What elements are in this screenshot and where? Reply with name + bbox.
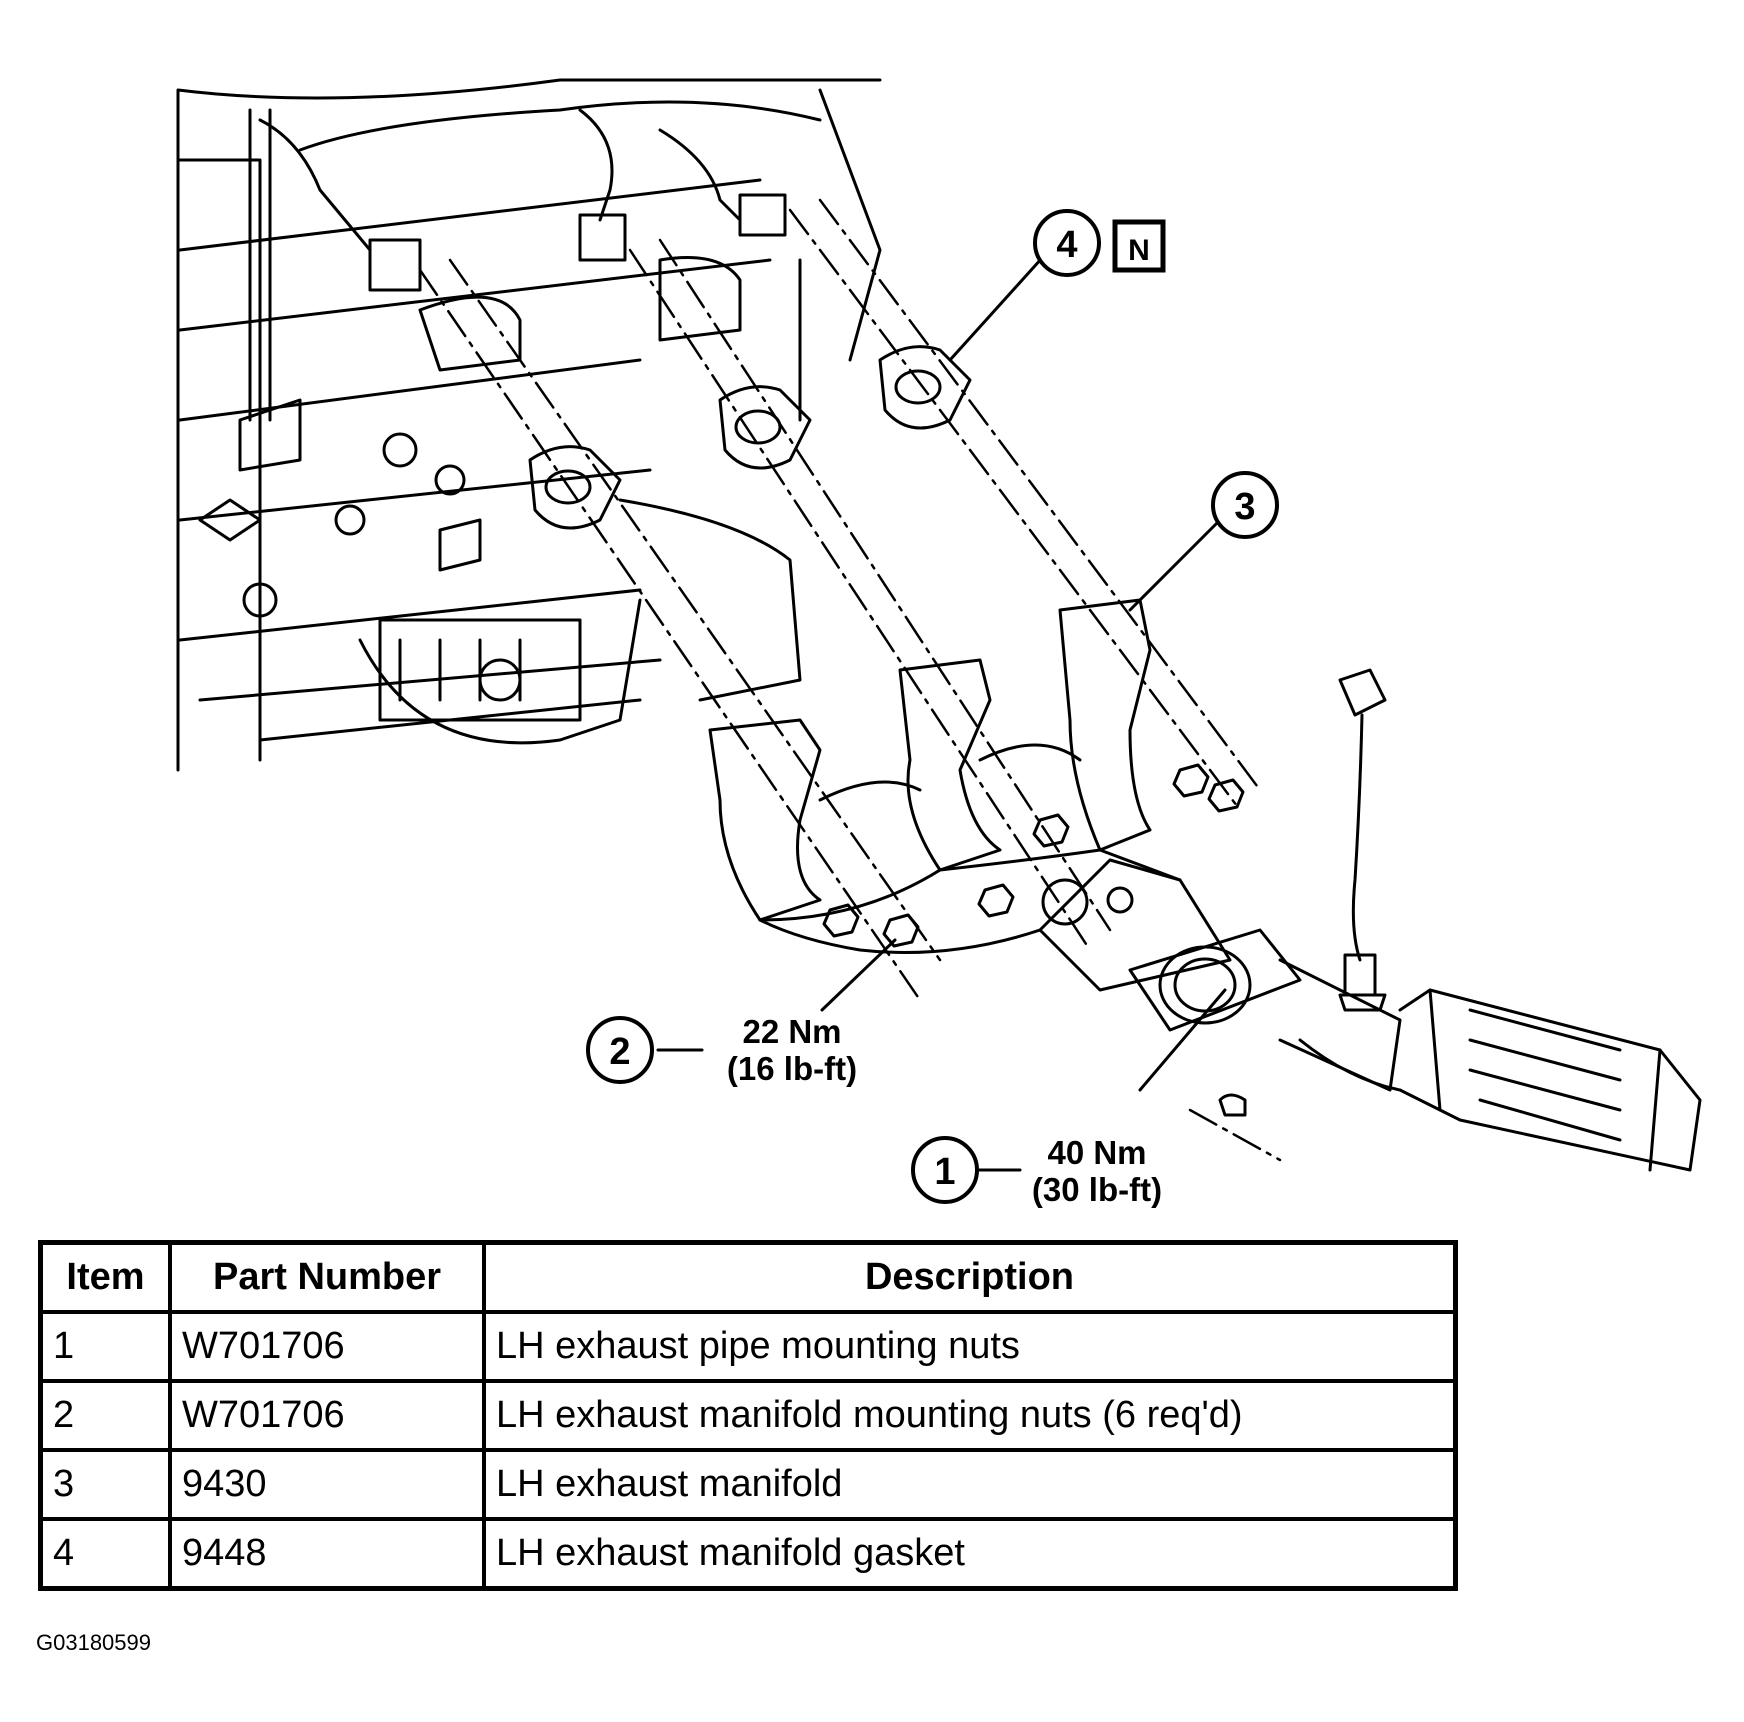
- cell-description: LH exhaust manifold: [482, 1448, 1458, 1521]
- header-item: Item: [38, 1240, 172, 1314]
- callout-2-torque-metric: 22 Nm: [742, 1013, 841, 1050]
- callout-1-label: 1: [934, 1151, 955, 1193]
- cell-part-number: W701706: [168, 1379, 486, 1452]
- callout-1-torque-imperial: (30 lb-ft): [1032, 1171, 1162, 1208]
- table-row: 2 W701706 LH exhaust manifold mounting n…: [38, 1379, 1458, 1452]
- cell-item: 4: [38, 1517, 172, 1591]
- callout-3: 3: [1211, 471, 1279, 539]
- callout-4: 4 N: [1033, 209, 1166, 277]
- engine-block: [176, 78, 882, 772]
- stud-lines: [418, 198, 1282, 1162]
- cell-description: LH exhaust pipe mounting nuts: [482, 1310, 1458, 1383]
- cell-description: LH exhaust manifold mounting nuts (6 req…: [482, 1379, 1458, 1452]
- callout-2-label: 2: [609, 1031, 630, 1073]
- cell-item: 3: [38, 1448, 172, 1521]
- table-row: 1 W701706 LH exhaust pipe mounting nuts: [38, 1310, 1458, 1383]
- header-part-number: Part Number: [168, 1240, 486, 1314]
- manifold-gaskets: [528, 345, 972, 530]
- leader-lines: [656, 256, 1232, 1172]
- exhaust-manifold: [708, 598, 1232, 992]
- callout-1: 1 40 Nm (30 lb-ft): [911, 1134, 1162, 1208]
- cell-part-number: W701706: [168, 1310, 486, 1383]
- callout-2-torque-imperial: (16 lb-ft): [727, 1050, 857, 1087]
- exhaust-manifold-diagram: 4 N 3 2 22 Nm (16 lb-ft) 1 40 Nm (30 lb-…: [176, 78, 1702, 1208]
- exhaust-pipe: [1128, 928, 1702, 1172]
- fuel-lines: [248, 108, 787, 422]
- cell-part-number: 9448: [168, 1517, 486, 1591]
- cell-description: LH exhaust manifold gasket: [482, 1517, 1458, 1591]
- oxygen-sensor: [1338, 668, 1387, 1012]
- callout-4-badge: N: [1128, 234, 1150, 267]
- cell-item: 2: [38, 1379, 172, 1452]
- table-row: 4 9448 LH exhaust manifold gasket: [38, 1517, 1458, 1591]
- table-row: 3 9430 LH exhaust manifold: [38, 1448, 1458, 1521]
- parts-table: Item Part Number Description 1 W701706 L…: [38, 1240, 1458, 1591]
- callout-3-label: 3: [1234, 486, 1255, 528]
- manifold-nuts: [822, 763, 1245, 948]
- table-header-row: Item Part Number Description: [38, 1240, 1458, 1314]
- cell-part-number: 9430: [168, 1448, 486, 1521]
- cell-item: 1: [38, 1310, 172, 1383]
- callout-1-torque-metric: 40 Nm: [1047, 1134, 1146, 1171]
- figure-id: G03180599: [36, 1630, 151, 1655]
- callout-4-label: 4: [1056, 224, 1077, 266]
- callout-2: 2 22 Nm (16 lb-ft): [586, 1013, 857, 1087]
- header-description: Description: [482, 1240, 1458, 1314]
